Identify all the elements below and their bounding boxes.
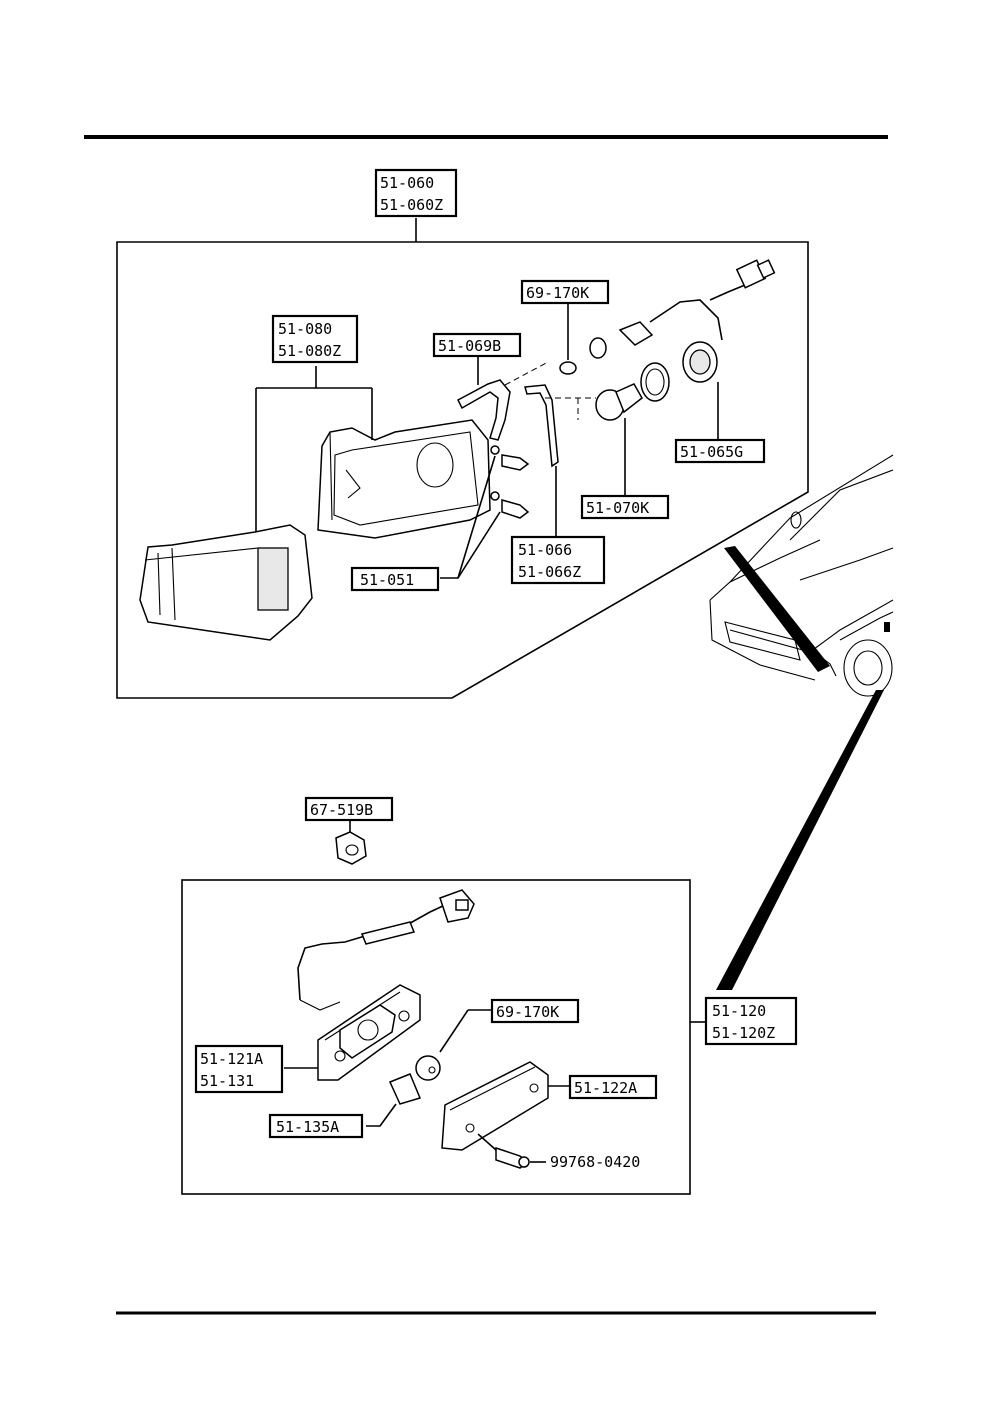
small-bulb-part — [559, 361, 577, 375]
side-housing-code-1: 51-121A — [200, 1050, 263, 1068]
bracket-code-2: 51-066Z — [518, 563, 581, 581]
bracket-code-1: 51-066 — [518, 541, 572, 559]
bulb-part — [595, 383, 643, 421]
label-side-housing: 51-121A 51-131 — [194, 1044, 284, 1094]
screw-parts — [490, 445, 530, 519]
socket-code: 51-065G — [680, 443, 743, 461]
side-lens-part — [441, 1061, 549, 1151]
label-bracket: 51-066 51-066Z — [510, 535, 606, 585]
side-housing-part — [299, 984, 421, 1081]
label-screw: 51-051 — [350, 566, 440, 592]
side-housing-code-2: 51-131 — [200, 1072, 254, 1090]
side-marker-group: 67-519B — [181, 796, 798, 1195]
screw-code: 51-051 — [360, 571, 414, 589]
side-bulb-code: 69-170K — [496, 1003, 559, 1021]
side-screw-code: 99768-0420 — [550, 1153, 640, 1171]
side-pad-code: 51-135A — [276, 1118, 339, 1136]
label-headlamp-assy: 51-060 51-060Z — [374, 168, 458, 218]
side-pad-part — [388, 1073, 422, 1105]
clip-code: 67-519B — [310, 801, 373, 819]
front-lamp-group: 51-060 51-060Z 51-080 51-080Z 51-069B 69… — [116, 168, 809, 699]
label-bulb: 51-070K — [580, 494, 670, 520]
bracket-part — [524, 384, 559, 468]
clip-part — [335, 831, 367, 865]
vehicle-outline — [709, 454, 894, 990]
side-marker-frame — [181, 879, 691, 1195]
small-bulb-code: 69-170K — [526, 284, 589, 302]
headlamp-assy-code-1: 51-060 — [380, 174, 434, 192]
front-lens-part — [139, 524, 313, 641]
bulb-code: 51-070K — [586, 499, 649, 517]
label-clip: 67-519B — [304, 796, 394, 822]
side-lens-code: 51-122A — [574, 1079, 637, 1097]
label-lamp-lens: 51-080 51-080Z — [271, 314, 359, 364]
label-side-bulb: 69-170K — [490, 998, 580, 1024]
side-bulb-part — [415, 1055, 441, 1081]
label-gasket: 51-069B — [432, 332, 522, 358]
side-marker-assy-code-2: 51-120Z — [712, 1024, 775, 1042]
lamp-lens-code-1: 51-080 — [278, 320, 332, 338]
gasket-part — [457, 379, 511, 441]
label-side-marker-assy: 51-120 51-120Z — [704, 996, 798, 1046]
gasket-code: 51-069B — [438, 337, 501, 355]
headlamp-assy-code-2: 51-060Z — [380, 196, 443, 214]
lamp-lens-code-2: 51-080Z — [278, 342, 341, 360]
lamp-housing-part — [317, 419, 491, 539]
label-side-pad: 51-135A — [268, 1113, 364, 1139]
label-socket: 51-065G — [674, 438, 766, 464]
socket-part — [618, 259, 776, 383]
label-small-bulb: 69-170K — [520, 279, 610, 305]
label-side-lens: 51-122A — [568, 1074, 658, 1100]
ring-part — [640, 362, 670, 402]
front-lamp-frame — [116, 241, 809, 699]
side-marker-assy-code-1: 51-120 — [712, 1002, 766, 1020]
